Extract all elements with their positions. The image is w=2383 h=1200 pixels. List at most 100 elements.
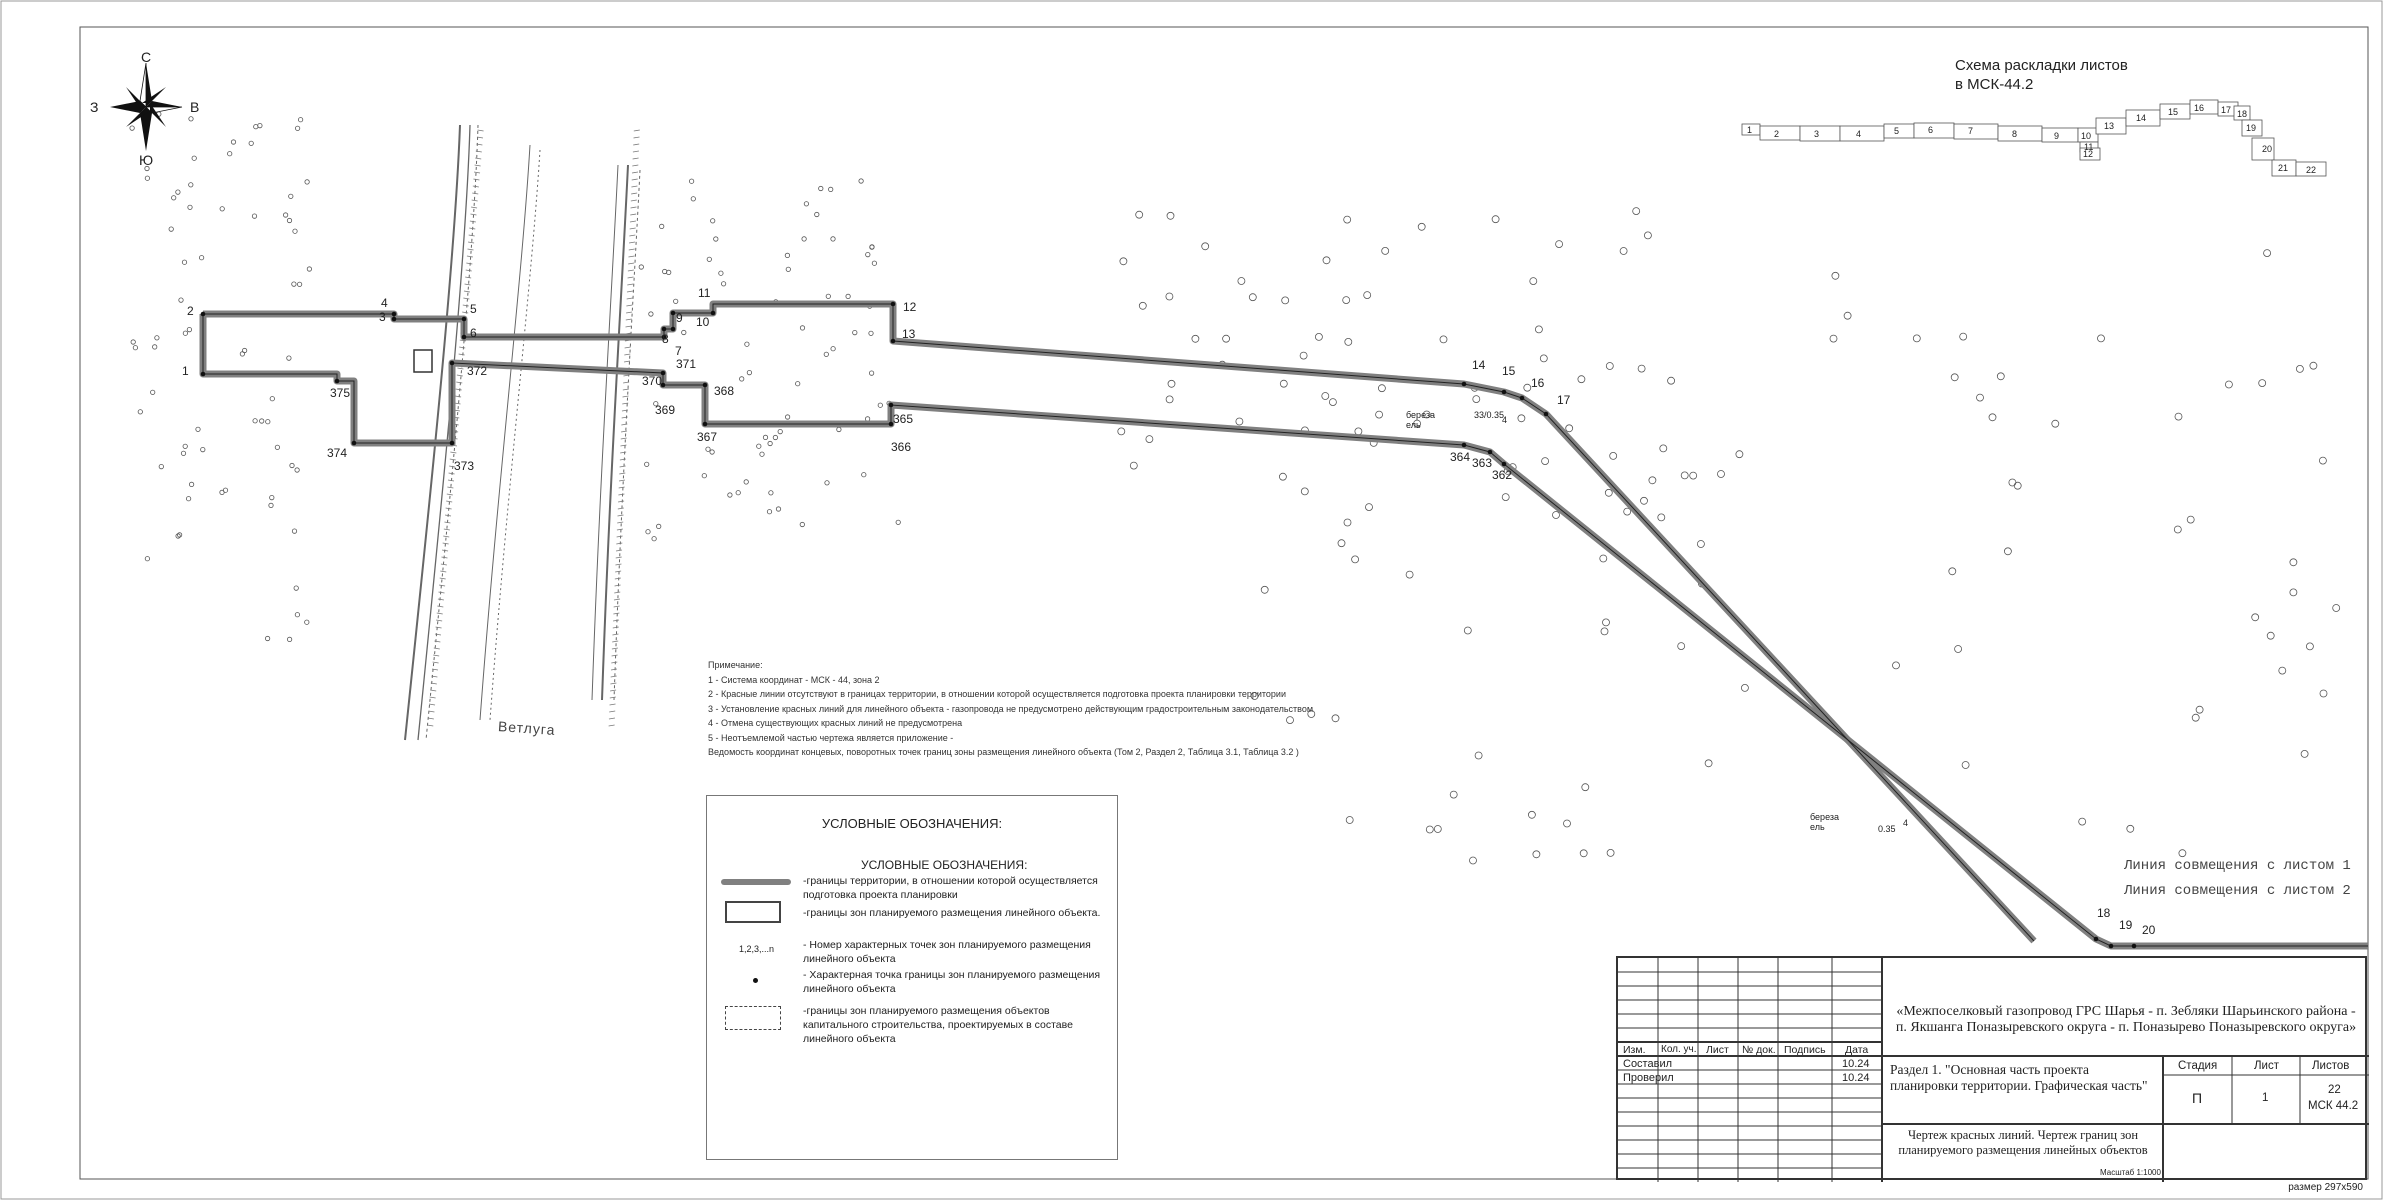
tree-symbol (1345, 816, 1354, 824)
tree-symbol (1996, 372, 2005, 381)
zone-boundary (202, 303, 2368, 947)
compass-west: З (90, 99, 98, 115)
tree-symbol (1363, 291, 1372, 300)
bank-tick (614, 591, 621, 594)
bank-tick (628, 248, 635, 251)
bank-tick (609, 710, 616, 713)
bank-tick (436, 612, 443, 615)
tree-symbol (1413, 419, 1421, 428)
tree-symbol (1425, 825, 1434, 834)
tb-scale: Масштаб 1:1000 (2100, 1168, 2161, 1177)
tree-symbol (191, 155, 197, 161)
tree-symbol (795, 381, 801, 387)
tb-coord-system: МСК 44.2 (2308, 1100, 2359, 1112)
bank-tick (617, 514, 624, 517)
tree-symbol (1704, 759, 1713, 768)
tree-symbol (265, 419, 271, 425)
point-label-4: 4 (381, 296, 388, 310)
tree-symbol (2300, 750, 2309, 758)
tree-symbol (1167, 379, 1176, 388)
tree-symbol (219, 206, 225, 212)
scheme-sheet-label: 6 (1928, 125, 1933, 135)
bank-tick (469, 227, 476, 230)
bank-tick (612, 626, 619, 629)
tree-symbol (289, 462, 295, 469)
point-label-9: 9 (676, 311, 683, 325)
tree-symbol (264, 635, 271, 642)
tree-symbol (1299, 351, 1308, 360)
tree-symbol (784, 252, 791, 258)
bank-tick (608, 717, 615, 720)
point-marker (888, 402, 894, 408)
bank-tick (438, 591, 445, 594)
tree-symbol (762, 434, 769, 440)
tb-project-title: «Межпоселковый газопровод ГРС Шарья - п.… (1895, 1004, 2357, 1035)
tree-symbol (129, 125, 135, 131)
tree-symbol (1829, 334, 1838, 343)
tree-symbol (1609, 451, 1618, 460)
tree-symbol (200, 446, 206, 453)
size-label: размер 297х590 (2288, 1182, 2363, 1193)
bank-tick (623, 374, 630, 377)
tree-symbol (852, 329, 858, 336)
tree-symbol (645, 529, 651, 535)
scheme-sheet-label: 22 (2306, 165, 2316, 175)
tree-symbol (144, 556, 150, 562)
join-line-label-1: Линия совмещения с листом 1 (2124, 858, 2351, 874)
bank-tick (457, 367, 464, 370)
bank-tick (430, 689, 437, 692)
bank-tick (465, 276, 472, 279)
legend-subtitle: УСЛОВНЫЕ ОБОЗНАЧЕНИЯ: (861, 858, 1028, 872)
point-label-368: 368 (714, 384, 735, 398)
bank-tick (439, 577, 446, 580)
bank-tick (626, 311, 633, 314)
legend-symbol-zone (725, 901, 781, 923)
bank-tick (434, 640, 441, 643)
point-marker (391, 311, 397, 317)
tree-symbol (673, 298, 679, 304)
tree-symbol (1735, 450, 1744, 459)
tree-symbol (1321, 392, 1330, 400)
tree-symbol (1529, 277, 1538, 286)
bank-tick (439, 584, 446, 587)
scheme-sheet-label: 14 (2136, 113, 2146, 123)
tree-symbol (1472, 395, 1481, 404)
tree-symbol (1680, 471, 1689, 480)
tree-symbol (1165, 292, 1174, 301)
bank-tick (432, 661, 439, 664)
point-marker (2108, 943, 2114, 949)
tree-symbol (1604, 488, 1613, 497)
scheme-sheet-label: 2 (1774, 129, 1779, 139)
tree-symbol (1286, 716, 1294, 724)
tree-symbol (720, 281, 727, 287)
tree-symbol (1843, 311, 1852, 320)
tree-symbol (182, 330, 188, 336)
tree-symbol (1648, 476, 1657, 485)
legend-item-point: - Характерная точка границы зон планируе… (803, 969, 1101, 995)
note-item: 3 - Установление красных линий для линей… (708, 703, 1314, 714)
tb-sheet-header: Лист (2254, 1060, 2279, 1072)
bank-tick (610, 675, 617, 678)
tree-symbol (1343, 215, 1352, 224)
tree-symbol (297, 117, 304, 123)
tree-symbol (130, 339, 136, 345)
bank-tick (628, 255, 635, 258)
tree-symbol (1535, 325, 1543, 334)
point-label-11: 11 (698, 286, 711, 300)
tree-symbol (1555, 240, 1563, 249)
bank-tick (633, 129, 640, 132)
tb-col-list: Лист (1706, 1044, 1729, 1056)
bank-tick (611, 647, 618, 650)
scheme-title-line2: в МСК-44.2 (1955, 76, 2034, 93)
tree-symbol (644, 461, 650, 467)
bank-tick (613, 598, 621, 601)
bank-tick (441, 556, 448, 559)
bank-tick (612, 633, 619, 636)
bank-tick (624, 346, 631, 349)
tree-symbol (825, 293, 831, 299)
bank-tick (449, 458, 456, 461)
drawing-frame (79, 26, 2369, 1180)
bank-tick (471, 199, 478, 202)
bank-tick (614, 577, 621, 580)
